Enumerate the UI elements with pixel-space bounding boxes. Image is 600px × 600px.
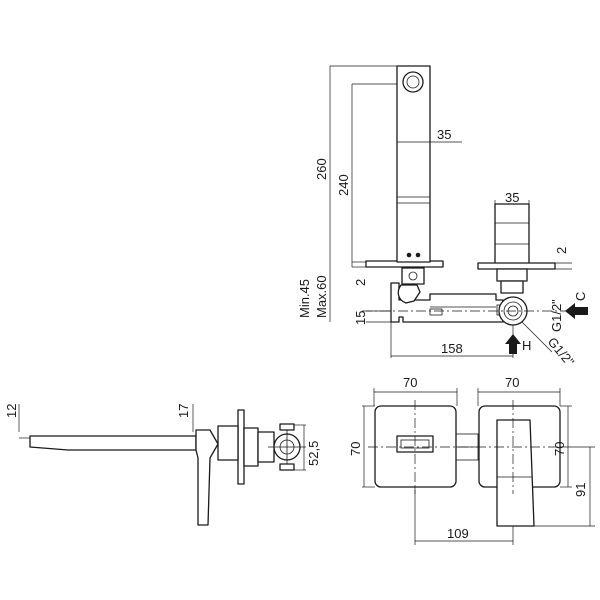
dim-side-spout-thick: 12 [4, 404, 19, 418]
cold-label: C [573, 292, 588, 301]
dim-spout-height-total: 260 [314, 158, 329, 180]
handle-wall-plate [477, 262, 556, 270]
cold-thread: G1/2" [549, 299, 564, 332]
front-view: 70 70 70 70 91 109 [348, 375, 595, 545]
dim-front-width-left: 70 [403, 375, 417, 390]
dim-front-height-left: 70 [348, 442, 363, 456]
hot-arrow-icon [505, 334, 521, 354]
dim-pipe-level: 15 [353, 311, 368, 325]
cold-arrow-icon [565, 303, 588, 319]
spout-body [396, 65, 431, 263]
dim-plate-thick-handle: 2 [554, 247, 569, 254]
spout-connector [401, 267, 425, 285]
dim-handle-width: 35 [505, 190, 519, 205]
side-body [217, 425, 239, 461]
dim-spout-width: 35 [437, 127, 451, 142]
side-wall-plate [237, 409, 245, 485]
dim-side-depth: 52,5 [306, 441, 321, 466]
hot-thread: G1/2" [545, 334, 578, 369]
side-view: 12 17 52,5 [4, 404, 321, 526]
dim-wall-min: Min.45 [297, 279, 312, 318]
dim-front-width-right: 70 [505, 375, 519, 390]
handle-knob [494, 203, 530, 265]
dim-front-handle-drop: 91 [573, 483, 588, 497]
spout-elbow [397, 284, 421, 304]
dim-wall-max: Max.60 [314, 275, 329, 318]
spout-outlet-ring [402, 71, 424, 93]
side-spout-arm [29, 435, 197, 451]
top-elevation-view: 35 260 240 2 Min.45 Max.60 15 35 2 15 [297, 65, 588, 369]
dim-front-center: 109 [447, 526, 469, 541]
dim-front-height-right: 70 [552, 442, 567, 456]
dim-side-handle-thick: 17 [176, 404, 191, 418]
handle-cartridge [496, 268, 528, 282]
front-lever [496, 419, 535, 527]
dim-body-length: 158 [441, 341, 463, 356]
side-lever-handle [195, 429, 219, 526]
hot-label: H [522, 338, 531, 353]
dim-spout-height-inner: 240 [336, 174, 351, 196]
dim-plate-thick-spout: 2 [353, 279, 368, 286]
